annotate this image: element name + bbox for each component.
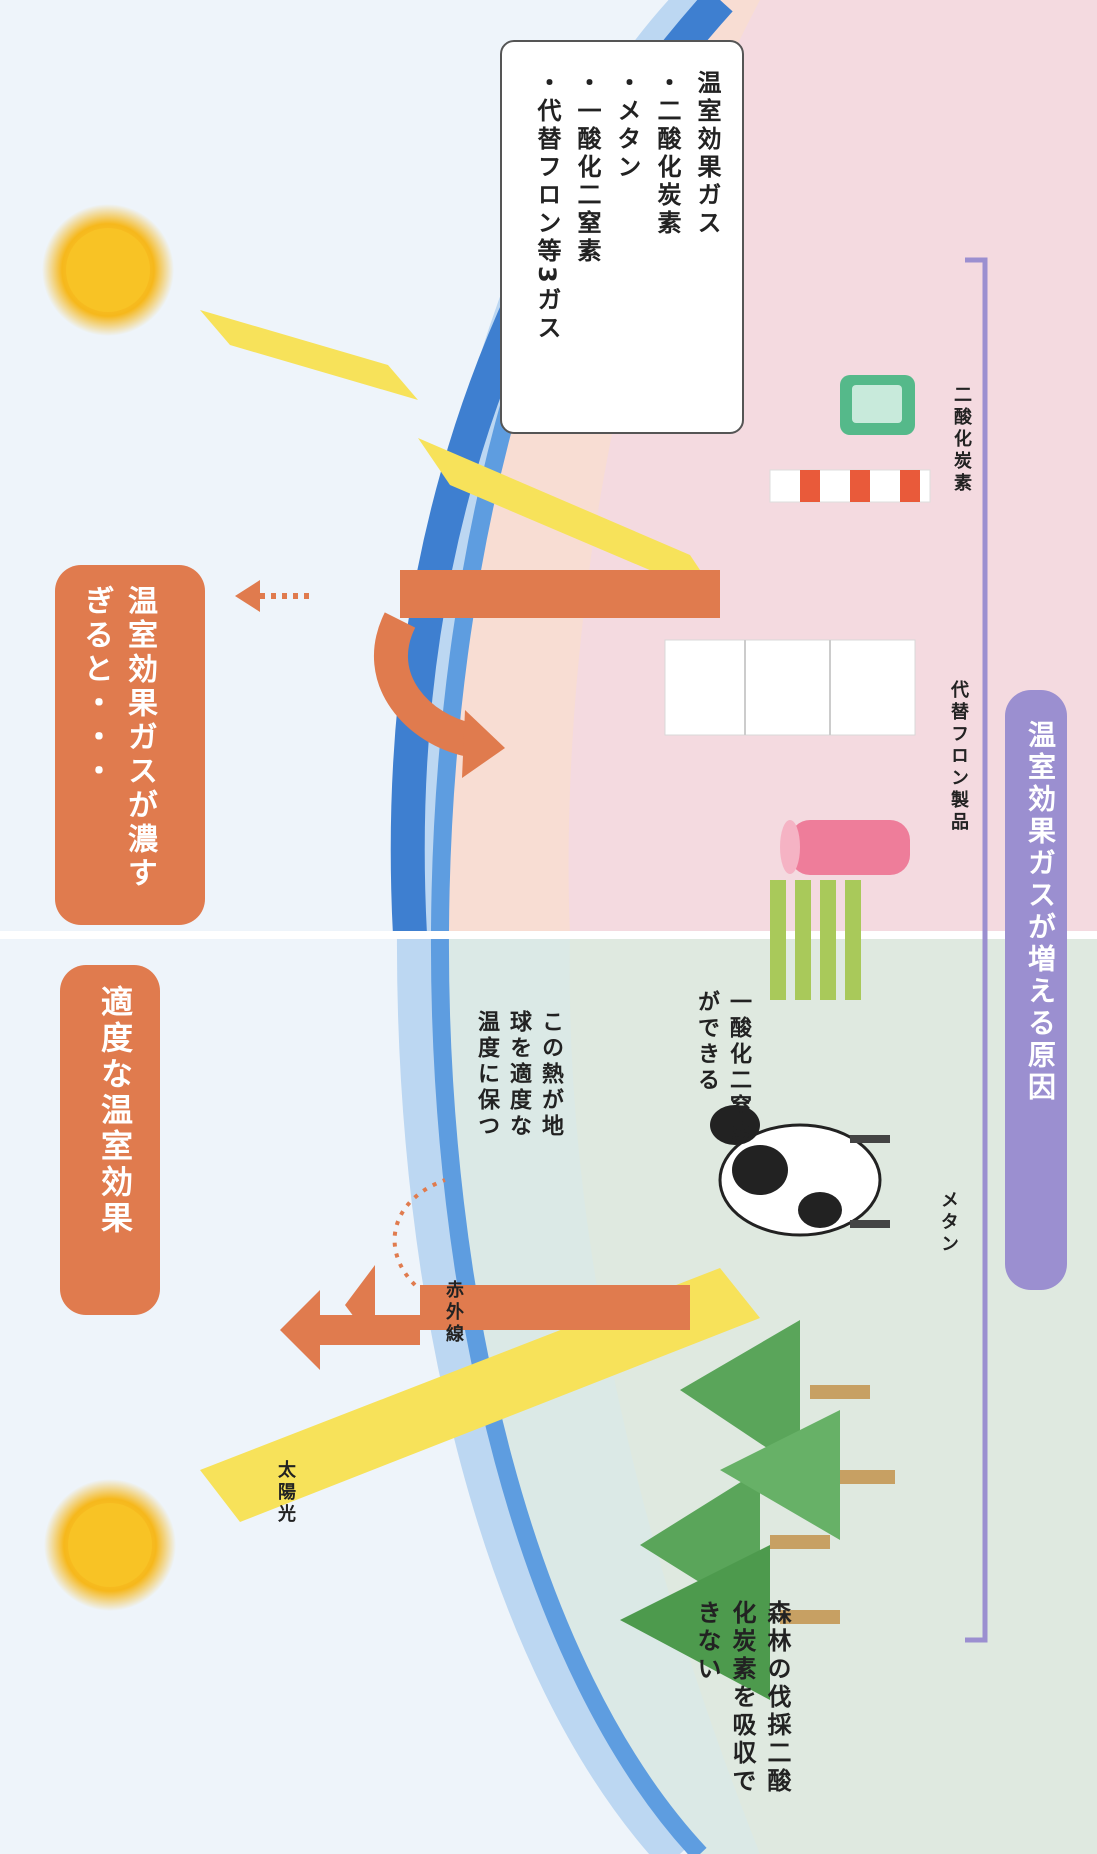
infrared-curve-arrowhead (462, 710, 505, 778)
heat-note: この熱が地球を適度な温度に保つ (474, 1010, 563, 1140)
chimney-icon (769, 469, 931, 503)
sunlight-label: 太陽光 (275, 1460, 296, 1526)
too-dense-heading-pill (55, 565, 205, 925)
infrared-dotted-arrowhead (235, 580, 260, 612)
ghg-item-n2o: ・一酸化二窒素 (573, 70, 601, 266)
n2o-field-label: 一酸化二窒素ができる (694, 990, 751, 1146)
ghg-item-co2: ・二酸化炭素 (653, 70, 681, 238)
infrared-arrow-trapped (400, 570, 720, 618)
methane-cow-label: メタン (938, 1190, 959, 1256)
ghg-item-methane: ・メタン (613, 70, 641, 182)
moderate-heading-pill (60, 965, 160, 1315)
infrared-arrow-up (420, 1285, 690, 1330)
co2-car-label: 二酸化炭素 (951, 385, 972, 495)
car-icon (840, 375, 915, 435)
forest-icon (620, 1320, 895, 1700)
field-icon (770, 880, 861, 1000)
infrared-label: 赤外線 (443, 1280, 464, 1346)
sunlight-beam-right-lower (418, 438, 720, 600)
causes-banner: 温室効果ガスが増える原因 (1024, 720, 1057, 1104)
sunlight-beam-right-upper (200, 310, 418, 400)
sun-icon-right (42, 204, 174, 336)
sun-icon-left (44, 1479, 176, 1611)
ghg-list-box (500, 40, 744, 434)
ghg-item-fluorocarbons: ・代替フロン等3ガス (533, 70, 561, 343)
causes-bracket (965, 257, 988, 1643)
infrared-curve-arrow (373, 612, 475, 757)
fluorocarbon-products-icon (664, 639, 916, 875)
ghg-list-title: 温室効果ガス (693, 70, 721, 238)
fluorocarbon-products-label: 代替フロン製品 (948, 680, 969, 834)
causes-banner-pill (1005, 690, 1067, 1290)
too-dense-heading: 温室効果ガスが濃すぎると・・・ (78, 585, 157, 891)
sunlight-beam-left (200, 1268, 760, 1522)
forest-note: 森林の伐採二酸化炭素を吸収できない (693, 1600, 791, 1796)
infrared-arrow-escape (280, 1290, 420, 1370)
moderate-heading: 適度な温室効果 (96, 985, 134, 1237)
cow-icon (710, 1105, 890, 1237)
